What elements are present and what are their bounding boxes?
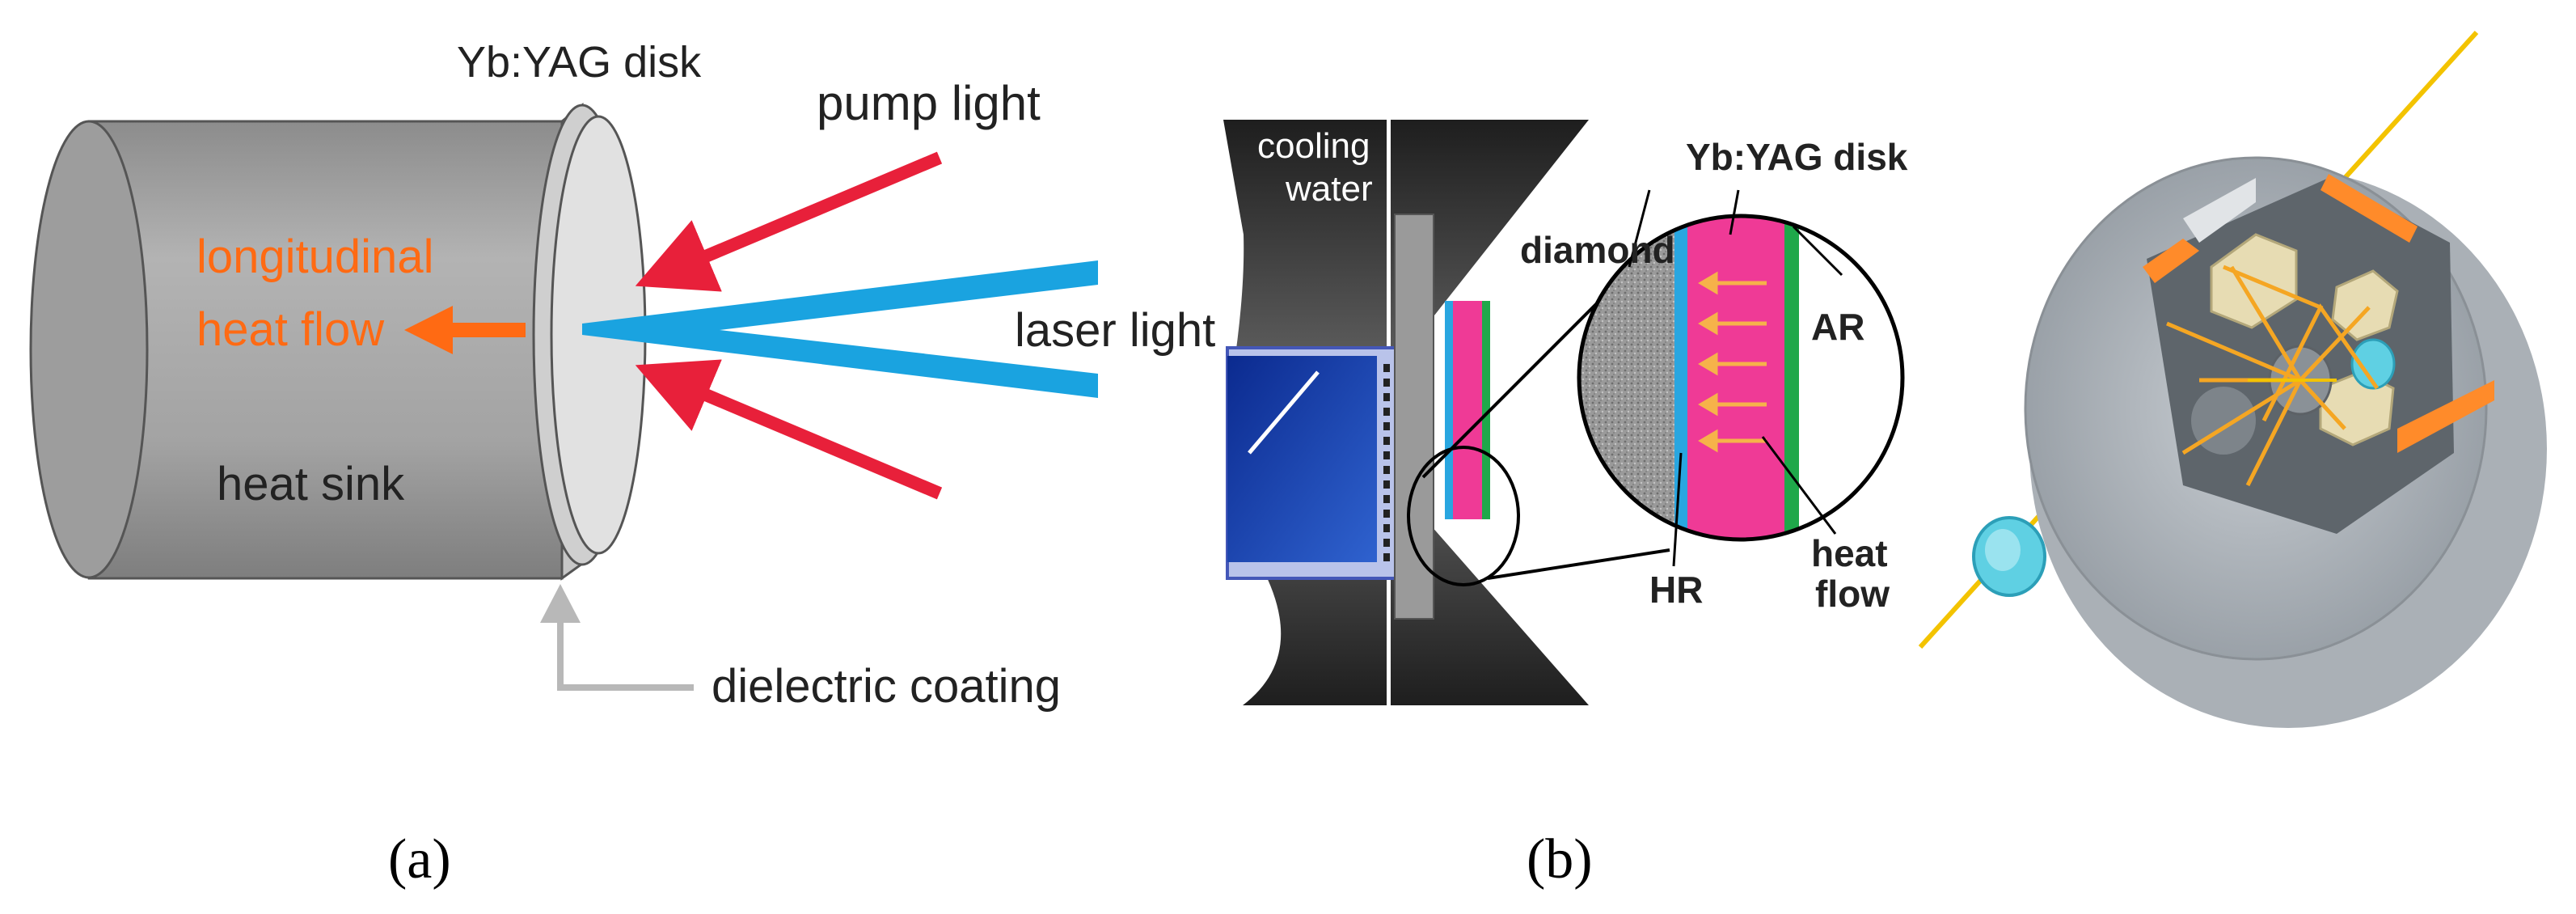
inner-lens: [2350, 338, 2396, 390]
disk-pointer: [1729, 189, 1740, 235]
heat-sink-label: heat sink: [217, 458, 405, 510]
zoom-source-circle: [1407, 446, 1520, 586]
ar-pointer: [1792, 225, 1843, 277]
housing-right-wedge: [1391, 120, 1589, 705]
ar-layer-small: [1482, 301, 1490, 519]
caption-b: (b): [1527, 828, 1593, 891]
cooling-pointer: [1248, 370, 1320, 455]
ar-layer: [1784, 216, 1799, 540]
pump-arrow-lower: [635, 359, 943, 500]
disk-label-b: Yb:YAG disk: [1686, 136, 1908, 178]
cooling-label-line1: cooling: [1257, 126, 1370, 166]
disk-layer: [1687, 216, 1784, 540]
laser-light-label: laser light: [1015, 304, 1215, 357]
heat-flow-label-line2: heat flow: [196, 303, 385, 356]
diamond-pointer: [1628, 189, 1651, 268]
zoom-line-top: [1421, 290, 1611, 479]
pump-arrow-upper: [635, 151, 943, 292]
output-lens-highlight: [1985, 529, 2021, 571]
heat-flow-label-line2-b: flow: [1815, 573, 1890, 615]
panel-b: cooling water diamond Yb:YAG disk AR HR …: [1223, 120, 1908, 891]
cut-wall-top-edge: [2321, 174, 2418, 243]
laser-beam: [582, 260, 1098, 398]
prism-mirror-2: [2331, 269, 2399, 341]
heat-sink-cylinder: [29, 120, 564, 580]
panel-a: Yb:YAG disk pump light longitudinal heat…: [29, 38, 1215, 891]
heat-flow-label-line1-b: heat: [1811, 532, 1888, 574]
diamond-label: diamond: [1520, 229, 1675, 271]
hr-label: HR: [1649, 569, 1703, 611]
coating-pointer: [540, 584, 694, 691]
dielectric-coating-label: dielectric coating: [712, 660, 1061, 713]
cooling-label-line2: water: [1285, 169, 1373, 209]
yb-yag-disk: [532, 102, 647, 581]
heat-sink-plate: [1394, 214, 1434, 620]
pump-module-3d: [1918, 30, 2547, 728]
disk-small: [1453, 301, 1482, 519]
cooling-water: [1227, 356, 1377, 562]
heat-flow-arrow: [404, 306, 526, 354]
heat-flow-label-line1: longitudinal: [196, 231, 433, 283]
ar-label: AR: [1811, 306, 1864, 348]
cut-wall-left-edge: [2143, 239, 2199, 283]
parabolic-mirror-hole: [2191, 387, 2256, 455]
caption-a: (a): [388, 828, 451, 891]
heat-pointer: [1761, 436, 1837, 535]
hr-layer-small: [1445, 301, 1453, 519]
hr-pointer: [1672, 452, 1683, 567]
heat-flow-arrows: [1698, 271, 1767, 453]
cut-wall-top: [2183, 178, 2256, 243]
zoom-line-bottom: [1487, 548, 1670, 580]
pump-light-label: pump light: [817, 76, 1041, 130]
cut-wall-right-edge: [2397, 380, 2494, 453]
disk-label: Yb:YAG disk: [457, 38, 702, 87]
hr-layer: [1674, 216, 1687, 540]
